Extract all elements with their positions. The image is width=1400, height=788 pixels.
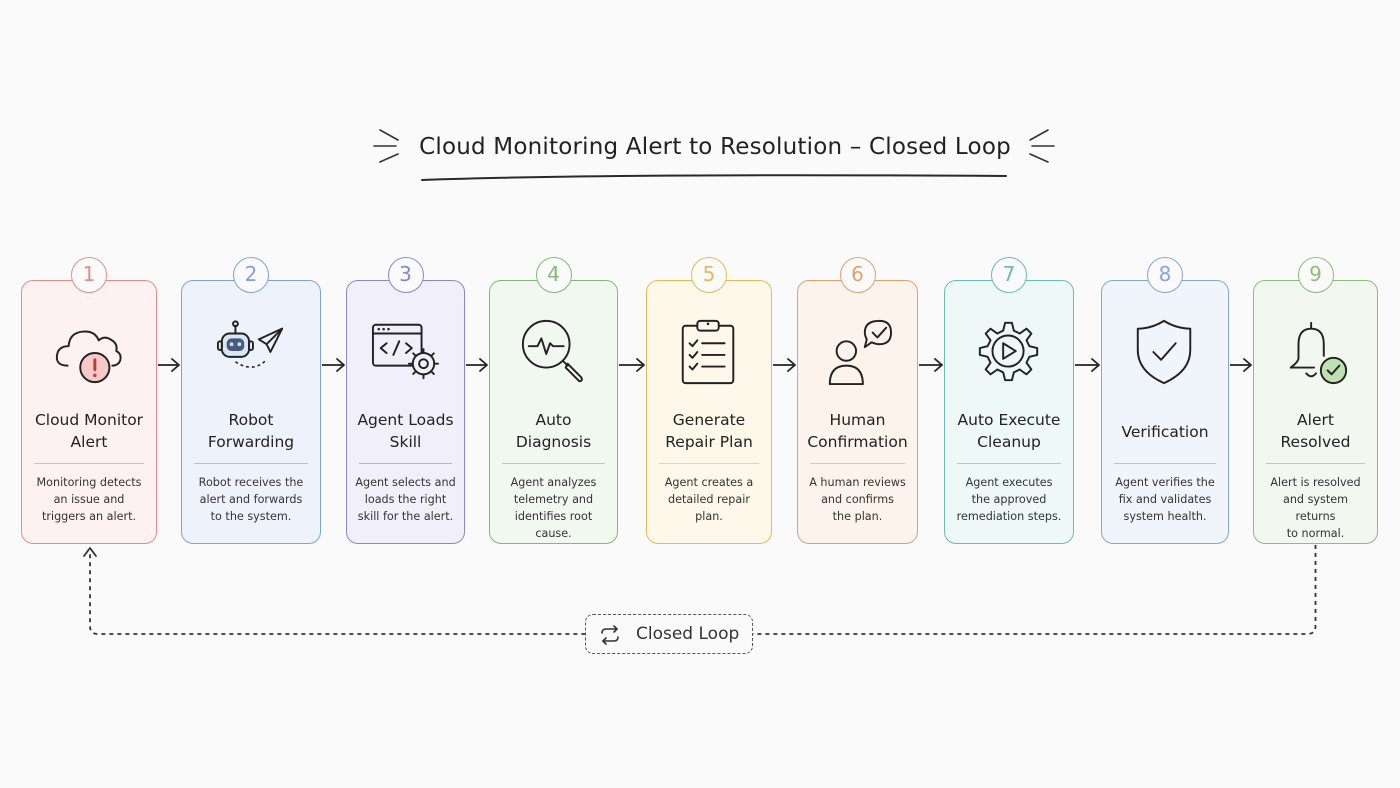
step-divider	[810, 463, 905, 464]
flow-arrow	[466, 358, 488, 372]
robot-forward-icon	[216, 320, 284, 368]
step-number-badge-2: 2	[233, 257, 269, 293]
magnifier-pulse-icon	[521, 319, 583, 383]
flow-arrow	[1075, 358, 1100, 372]
step-number-badge-4: 4	[535, 257, 572, 293]
step-divider	[957, 463, 1061, 464]
code-gear-icon	[371, 323, 439, 380]
step-number-badge-3: 3	[387, 257, 424, 293]
flow-arrow	[322, 358, 345, 372]
title-underline	[421, 174, 1007, 181]
flow-arrow	[619, 358, 645, 372]
step-divider	[659, 463, 759, 464]
step-divider	[502, 463, 605, 464]
shield-check-icon	[1136, 319, 1192, 385]
flow-arrow	[1230, 358, 1252, 372]
person-check-icon	[828, 319, 892, 386]
step-number-badge-8: 8	[1147, 257, 1183, 293]
closed-loop-label: Closed Loop	[585, 614, 753, 654]
closed-loop-text: Closed Loop	[636, 624, 740, 644]
bell-check-icon	[1289, 321, 1347, 385]
diagram-title: Cloud Monitoring Alert to Resolution – C…	[419, 134, 1011, 160]
flow-arrow	[919, 358, 943, 372]
step-divider	[359, 463, 452, 464]
step-number-badge-9: 9	[1297, 257, 1334, 293]
flow-arrow	[158, 358, 180, 372]
clipboard-checklist-icon	[681, 319, 735, 385]
step-title: Verification	[1121, 423, 1209, 441]
cloud-alert-icon	[55, 330, 122, 384]
step-number-badge-1: 1	[71, 257, 107, 293]
flow-arrow	[773, 358, 796, 372]
step-divider	[194, 463, 308, 464]
gear-play-icon	[978, 321, 1039, 382]
step-divider	[1266, 463, 1365, 464]
step-divider	[34, 463, 144, 464]
step-divider	[1114, 463, 1216, 464]
step-number-badge-5: 5	[691, 257, 727, 293]
step-number-badge-6: 6	[839, 257, 876, 293]
step-number-badge-7: 7	[991, 257, 1027, 293]
title-sparkle-left	[373, 129, 399, 163]
title-sparkle-right	[1029, 129, 1055, 163]
loop-arrows-icon	[601, 625, 619, 645]
